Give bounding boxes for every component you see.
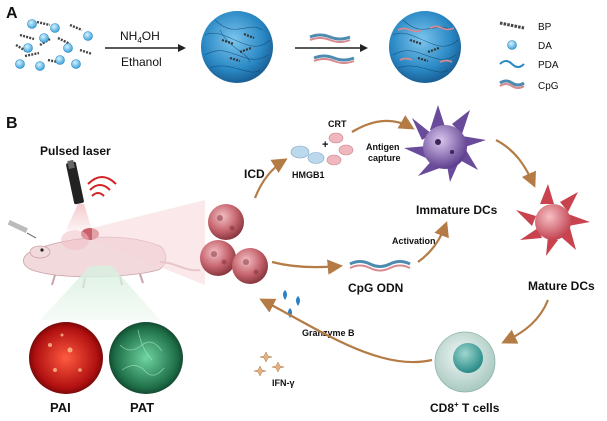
tumor-cells [200, 204, 268, 284]
pda-wave-icon [499, 60, 525, 68]
cpg-strands [309, 33, 355, 64]
arrow-mdc-to-tcell [501, 299, 550, 344]
laser-beam [66, 204, 92, 230]
pai-label: PAI [50, 400, 71, 415]
da-molecule-icon [507, 40, 517, 50]
arrow-tcell-to-tumor [259, 298, 433, 364]
legend-da: DA [538, 41, 552, 52]
mature-dc-cell [516, 184, 590, 256]
mature-dcs-label: Mature DCs [528, 279, 595, 293]
reagent-label: NH4OH [120, 29, 160, 45]
crt-molecules [326, 132, 354, 166]
granzyme-b-label: Granzyme B [302, 328, 355, 338]
cd8-t-cell [434, 331, 496, 393]
reagent-main: NH [120, 29, 137, 43]
hmgb1-label: HMGB1 [292, 170, 325, 180]
bp-pda-nanosphere [201, 11, 273, 83]
antigen-label-1: Antigen [366, 142, 400, 152]
panel-b-label: B [6, 115, 18, 132]
hmgb1-molecules [290, 145, 325, 164]
arrow-tumor-to-icd [253, 158, 288, 199]
legend-bp: BP [538, 22, 552, 33]
arrow-crt-to-idc [351, 115, 415, 133]
arrow-idc-to-mdc [495, 139, 536, 188]
activation-label: Activation [392, 236, 436, 246]
zoom-cone-imaging [40, 266, 160, 320]
cpg-dna-icon [499, 79, 525, 89]
pulsed-laser-label: Pulsed laser [40, 144, 111, 158]
pai-image [29, 322, 103, 394]
bp-pda-cpg-nanosphere [389, 11, 461, 83]
legend: BP DA PDA CpG [499, 21, 559, 92]
cd8-t-cells-label: CD8+ T cells [430, 400, 500, 415]
process-arrows [253, 115, 550, 364]
crt-label: CRT [328, 119, 347, 129]
arrow-tumor-to-cpg [271, 259, 344, 275]
plus-sign: + [322, 139, 328, 151]
cd8-prefix: CD8 [430, 401, 454, 415]
ifn-gamma-stars [253, 351, 285, 377]
pat-label: PAT [130, 400, 154, 415]
syringe-icon [7, 219, 37, 239]
reactants-cluster [15, 19, 93, 71]
cpg-odn-strand [349, 260, 411, 272]
ifn-gamma-label: IFN-γ [272, 378, 295, 388]
panel-a-label: A [6, 5, 18, 22]
cd8-superscript: + [454, 400, 459, 409]
immature-dcs-label: Immature DCs [416, 203, 498, 217]
cpg-odn-label: CpG ODN [348, 281, 403, 295]
zoom-cone-tumor [92, 200, 205, 285]
legend-cpg: CpG [538, 81, 559, 92]
arrow-cpg-to-idc [417, 221, 449, 263]
icd-label: ICD [244, 167, 265, 181]
pat-image [109, 322, 183, 394]
bp-sheet-icon [499, 21, 525, 30]
reagent-tail: OH [142, 29, 160, 43]
laser-device-icon [66, 159, 84, 205]
antigen-label-2: capture [368, 153, 401, 163]
immature-dc-cell [404, 105, 486, 182]
reagent-subscript: 4 [137, 36, 142, 45]
cd8-suffix: T cells [459, 401, 500, 415]
legend-pda: PDA [538, 60, 559, 71]
laser-wave-icon [87, 176, 117, 197]
solvent-label: Ethanol [121, 55, 162, 69]
